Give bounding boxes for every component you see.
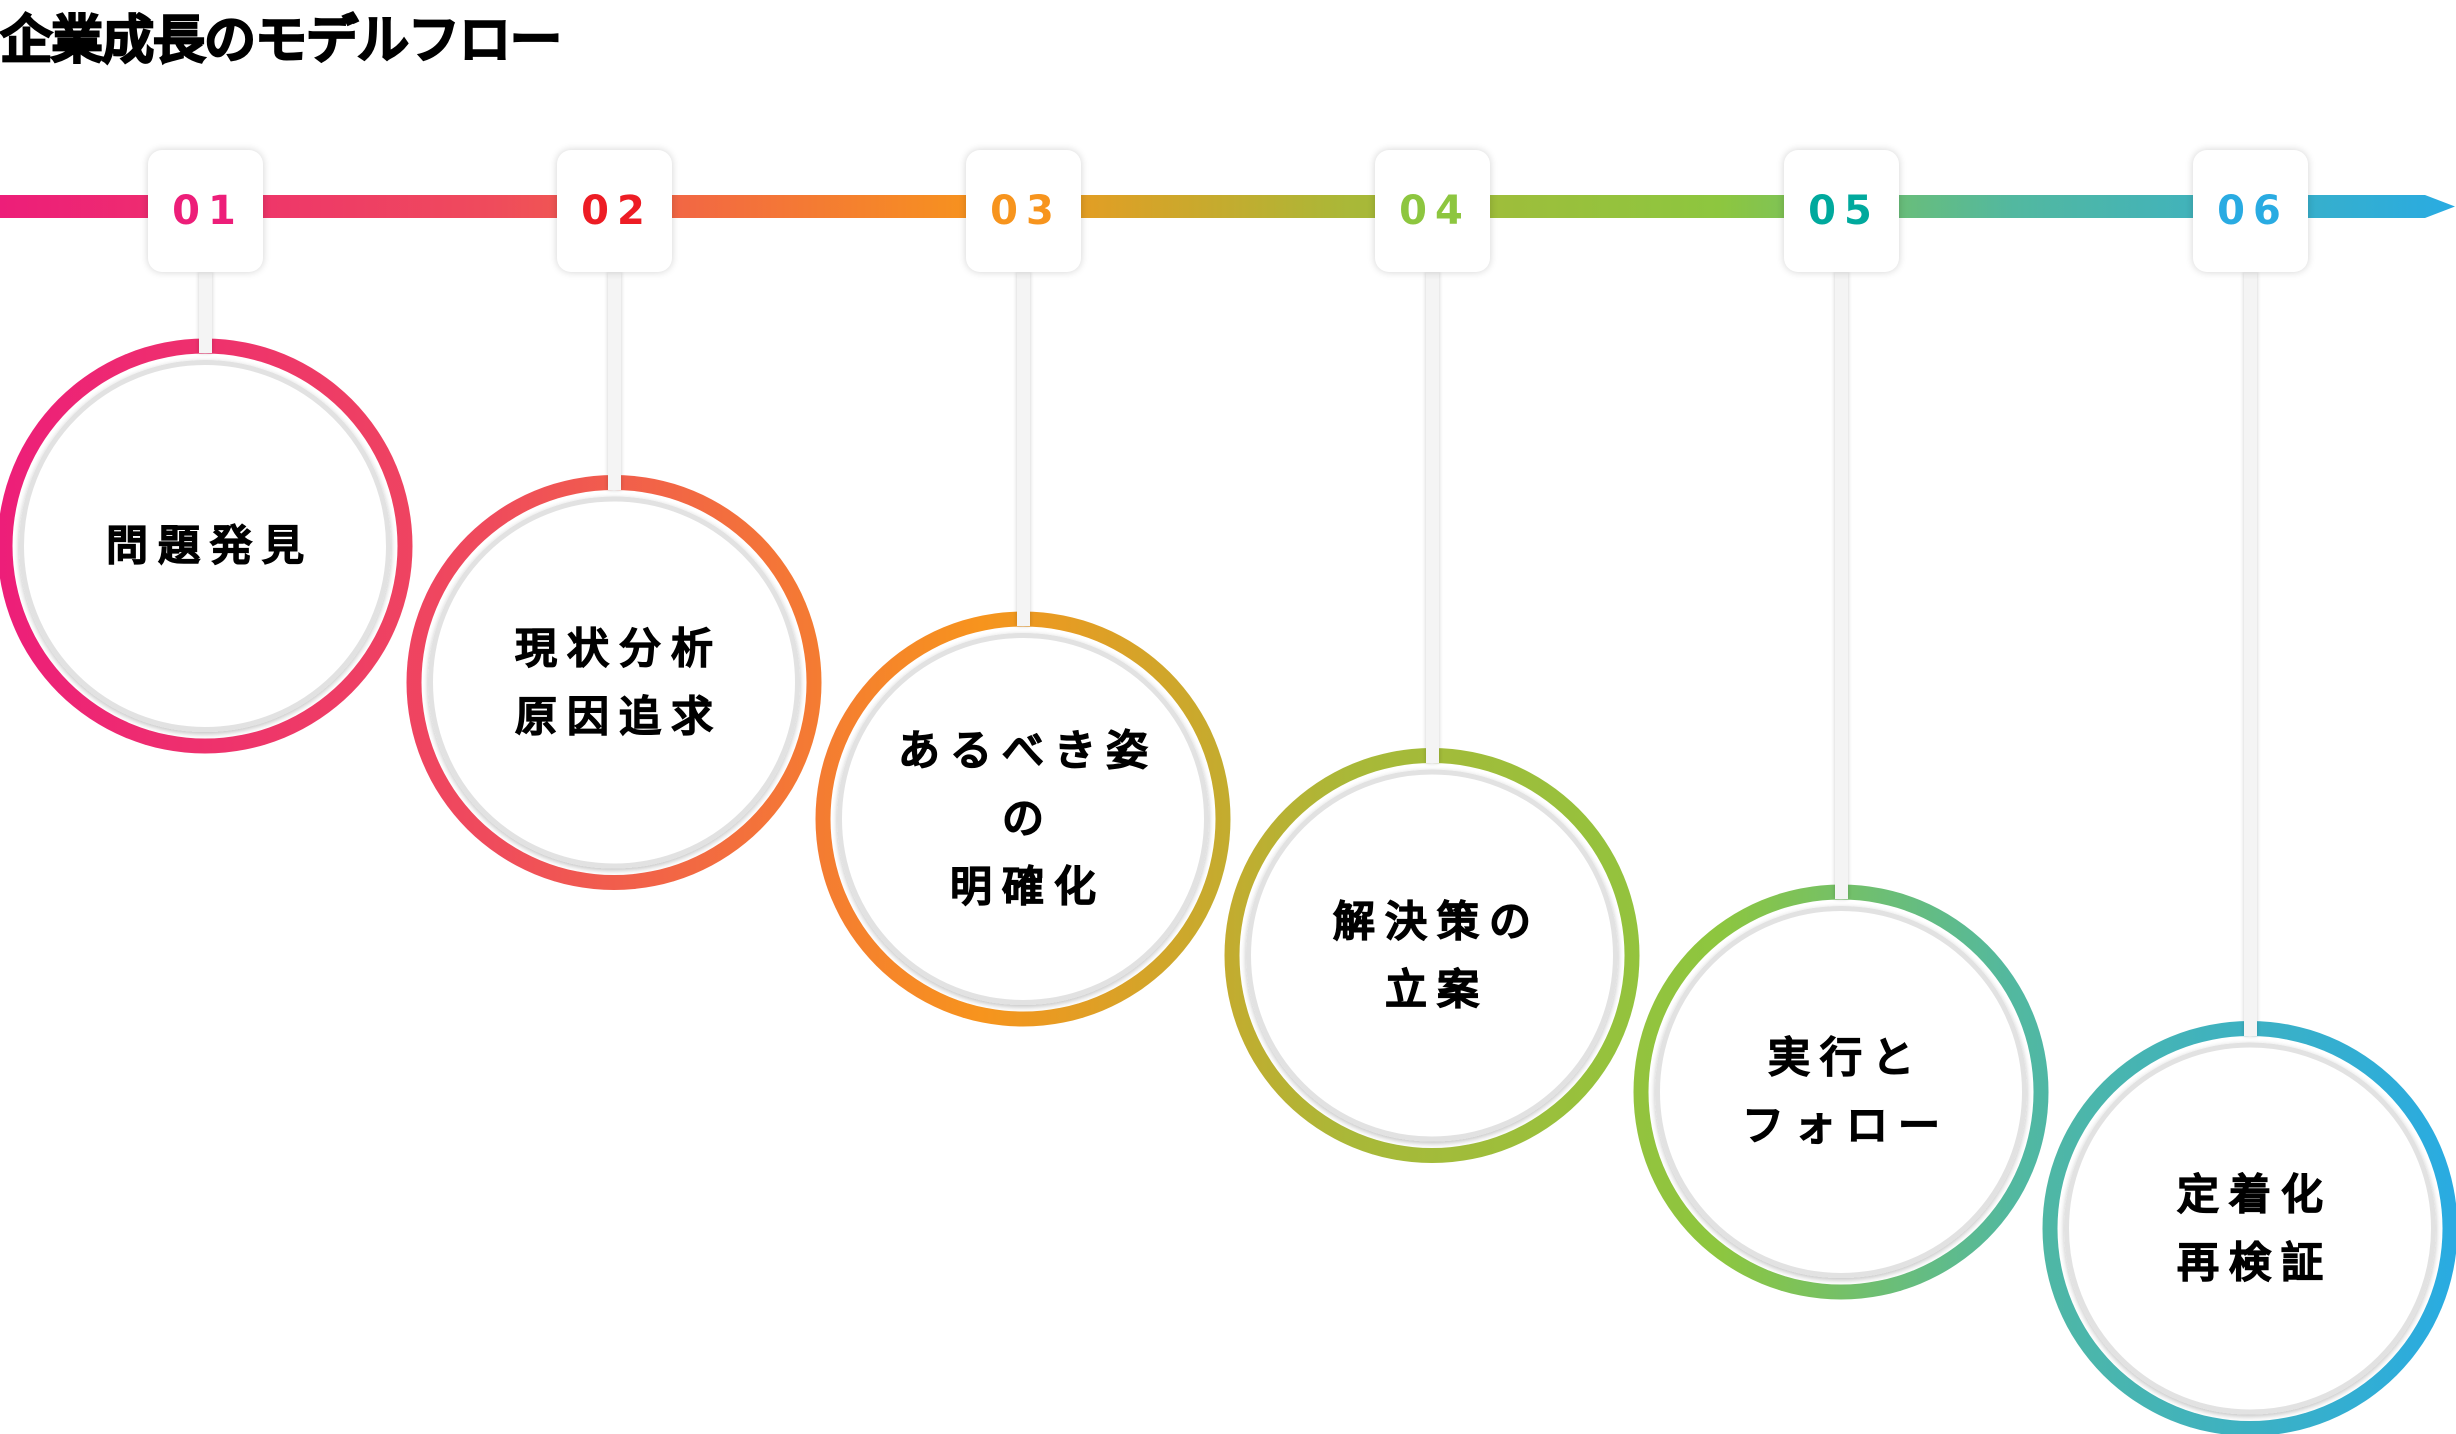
step-label: 解決策の立案 <box>1282 806 1582 1106</box>
step-circle <box>1655 906 2027 1278</box>
step-label-line: 定着化 <box>2176 1169 2333 1219</box>
step-circle <box>19 360 391 732</box>
step-label-line: 原因追求 <box>514 691 723 741</box>
step-circle <box>428 496 800 869</box>
step-label: あるべき姿の明確化 <box>873 669 1173 969</box>
step-number-badge: 06 <box>2192 150 2308 272</box>
step-circle <box>1246 769 1618 1142</box>
step-label-line: 明確化 <box>949 862 1106 912</box>
step-label-line: あるべき姿の <box>897 726 1158 844</box>
step-label-line: 解決策の <box>1332 896 1541 946</box>
page-title: 企業成長のモデルフロー <box>0 10 563 72</box>
step-number: 06 <box>2217 188 2289 234</box>
step-label-line: フォロー <box>1741 1101 1950 1151</box>
step-number: 02 <box>581 188 653 234</box>
step-circle <box>837 633 1209 1005</box>
step-connector <box>607 272 621 490</box>
step-number: 05 <box>1808 188 1880 234</box>
timeline-arrow <box>0 195 2455 218</box>
step-label-line: 立案 <box>1384 964 1489 1014</box>
step-number: 01 <box>172 188 244 234</box>
step-label: 現状分析原因追求 <box>464 533 764 833</box>
step-number-badge: 04 <box>1374 150 1490 272</box>
step-circle <box>2064 1042 2436 1415</box>
step-number-badge: 05 <box>1783 150 1899 272</box>
step-number: 03 <box>990 188 1062 234</box>
step-number-badge: 01 <box>147 150 263 272</box>
step-connector <box>1425 272 1439 763</box>
step-label: 実行とフォロー <box>1691 942 1991 1242</box>
step-label-line: 実行と <box>1767 1033 1924 1083</box>
step-label-line: 現状分析 <box>514 623 723 673</box>
step-connector <box>1016 272 1030 626</box>
step-connector <box>198 272 212 353</box>
step-label: 定着化再検証 <box>2100 1079 2400 1379</box>
step-label-line: 再検証 <box>2176 1237 2333 1287</box>
step-number-badge: 02 <box>556 150 672 272</box>
step-connector <box>1834 272 1848 899</box>
step-number-badge: 03 <box>965 150 1081 272</box>
step-number: 04 <box>1399 188 1471 234</box>
step-connector <box>2243 272 2257 1036</box>
step-label-line: 問題発見 <box>105 521 314 571</box>
step-label: 問題発見 <box>55 396 355 696</box>
